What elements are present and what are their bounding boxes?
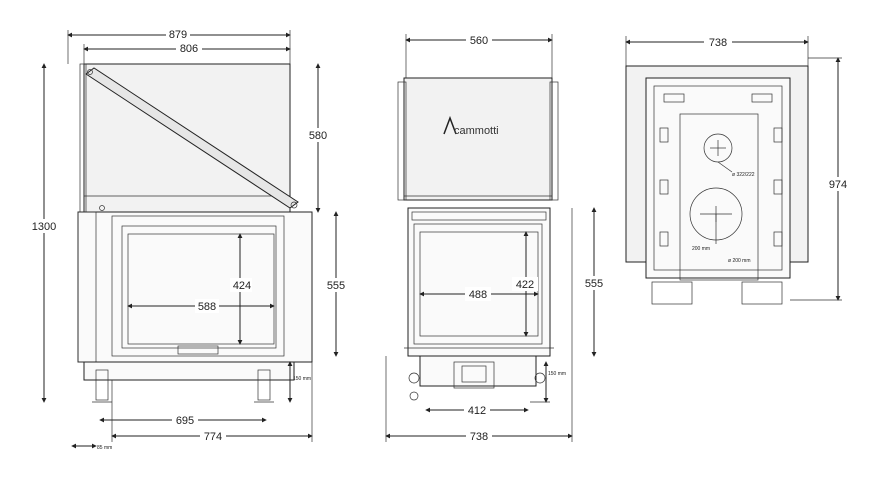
dim-side-opening: 555 [585, 278, 603, 290]
dim-base-width: 774 [204, 431, 222, 443]
dim-base-inner: 412 [468, 405, 486, 417]
front-base [83, 361, 295, 381]
side-control-box [453, 361, 495, 389]
label-flue-large: ø 200 mm [728, 258, 751, 264]
dim-top-width: 738 [709, 37, 727, 49]
brand-name: cammotti [454, 125, 499, 137]
label-flue-small: ø 322/222 [732, 172, 755, 178]
dim-width-inner: 806 [180, 43, 198, 55]
dim-side-base-width: 738 [470, 431, 488, 443]
dim-top-depth: 974 [829, 179, 847, 191]
dim-top-width: 560 [470, 35, 488, 47]
dim-side-glass-height: 422 [516, 279, 534, 291]
label-inlet-offset: 200 mm [692, 246, 710, 252]
dim-height-total: 1300 [32, 221, 56, 233]
dim-hood-height: 580 [309, 130, 327, 142]
front-view: 879 806 1300 580 555 424 588 695 774 150… [28, 28, 350, 451]
top-view: 738 974 ø 322/222 ø 200 mm 200 mm [625, 35, 852, 305]
top-inner-plate [679, 113, 759, 281]
dim-opening-height: 555 [327, 280, 345, 292]
dim-leg-height: 150 mm [293, 376, 311, 382]
dim-width-outer: 879 [169, 29, 187, 41]
side-glass [413, 223, 543, 345]
dim-glass-width: 588 [198, 301, 216, 313]
dim-side-glass-width: 488 [469, 289, 487, 301]
front-glass [121, 225, 277, 349]
front-handle [177, 345, 219, 355]
dim-side-leg-height: 150 mm [548, 371, 566, 377]
front-body [77, 211, 313, 363]
brand-logo: cammotti [443, 115, 499, 137]
side-view: cammotti 560 555 422 488 [385, 33, 608, 443]
side-hood [403, 77, 553, 201]
dim-leg-offset: 85 mm [97, 445, 112, 451]
dim-legs-spacing: 695 [176, 415, 194, 427]
dim-glass-height: 424 [233, 280, 251, 292]
